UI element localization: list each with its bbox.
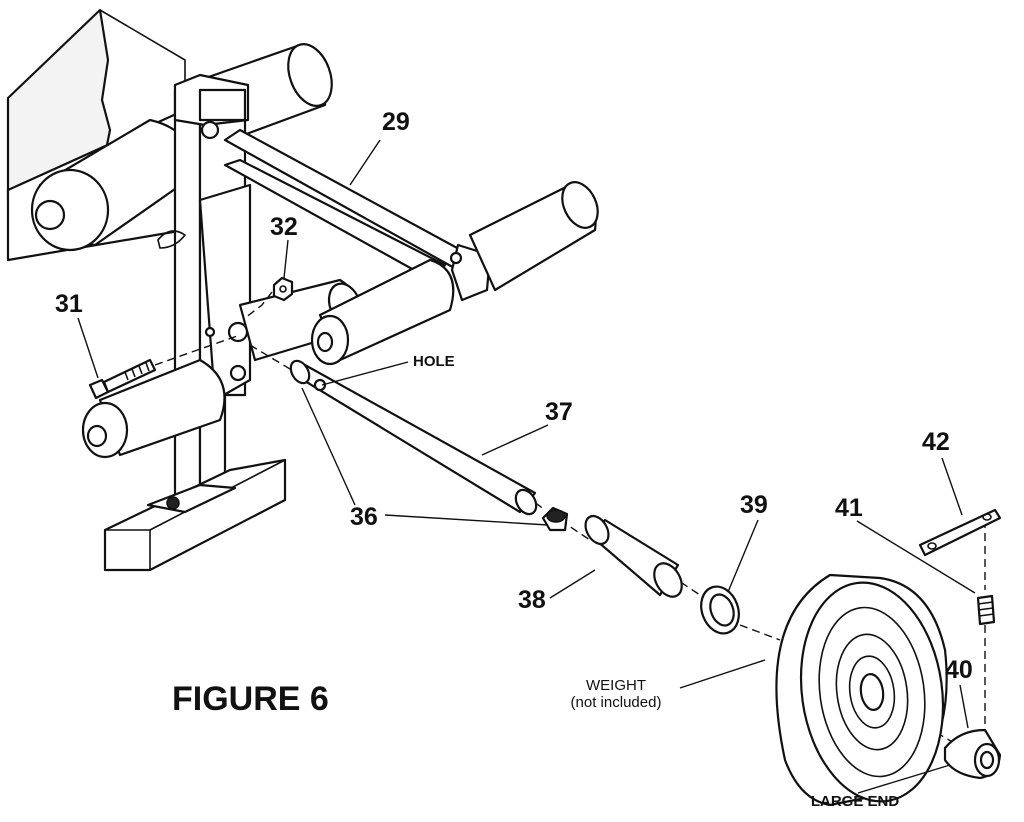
weight-label: WEIGHT <box>586 677 646 694</box>
lower-rollers <box>81 258 455 459</box>
nut-part-32 <box>244 276 294 319</box>
set-screw-part-41 <box>976 594 996 626</box>
upper-foam-roller-front <box>30 118 197 252</box>
callout-39: 39 <box>740 491 768 519</box>
base-foot <box>103 458 287 572</box>
figure-title: FIGURE 6 <box>172 680 329 718</box>
large-end-label: LARGE END <box>811 793 900 810</box>
upper-right-roller <box>468 181 599 292</box>
callout-41: 41 <box>835 494 863 522</box>
end-cap-part-36 <box>541 506 569 532</box>
weight-plate <box>775 573 948 807</box>
callout-36: 36 <box>350 503 378 531</box>
sleeve-part-38 <box>584 514 683 598</box>
weight-note-label: (not included) <box>571 694 662 711</box>
axle-tube-part-37 <box>289 359 538 516</box>
washer-part-39 <box>700 585 740 635</box>
callout-42: 42 <box>922 428 950 456</box>
callout-32: 32 <box>270 213 298 241</box>
callout-38: 38 <box>518 586 546 614</box>
callout-29: 29 <box>382 108 410 136</box>
bolt-part-31 <box>88 334 241 400</box>
assembly-axis-line <box>249 344 976 756</box>
hole-label: HOLE <box>413 353 455 370</box>
callout-40: 40 <box>945 656 973 684</box>
callout-37: 37 <box>545 398 573 426</box>
key-part-42 <box>918 508 1002 557</box>
collar-part-40 <box>943 728 1002 780</box>
leader-lines <box>77 139 976 794</box>
callout-31: 31 <box>55 290 83 318</box>
